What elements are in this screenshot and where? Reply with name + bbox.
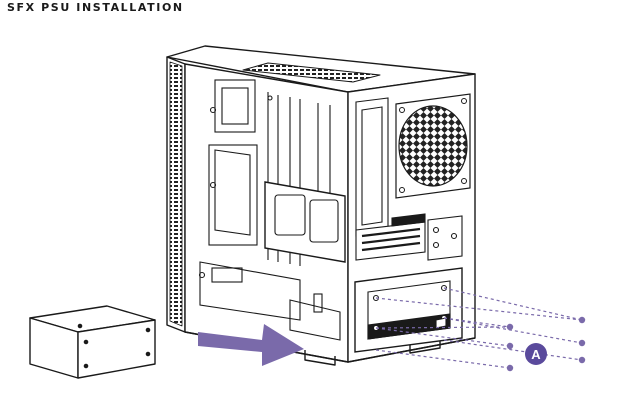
screw-point: [506, 342, 514, 350]
screw-points: [506, 316, 586, 372]
screw-point: [506, 364, 514, 372]
screw-point: [578, 316, 586, 324]
fan-grill: [395, 93, 471, 199]
screw-point: [578, 339, 586, 347]
page-title: SFX PSU INSTALLATION: [7, 1, 184, 14]
case-interior: [198, 79, 346, 341]
psu-unit: [29, 305, 156, 379]
screw-point: [578, 356, 586, 364]
callout-a: A: [525, 343, 547, 365]
callout-label: A: [531, 347, 541, 362]
insert-arrow: [198, 324, 304, 366]
back-panel: [354, 97, 463, 353]
screw-paths: [375, 287, 583, 369]
screw-point: [506, 323, 514, 331]
